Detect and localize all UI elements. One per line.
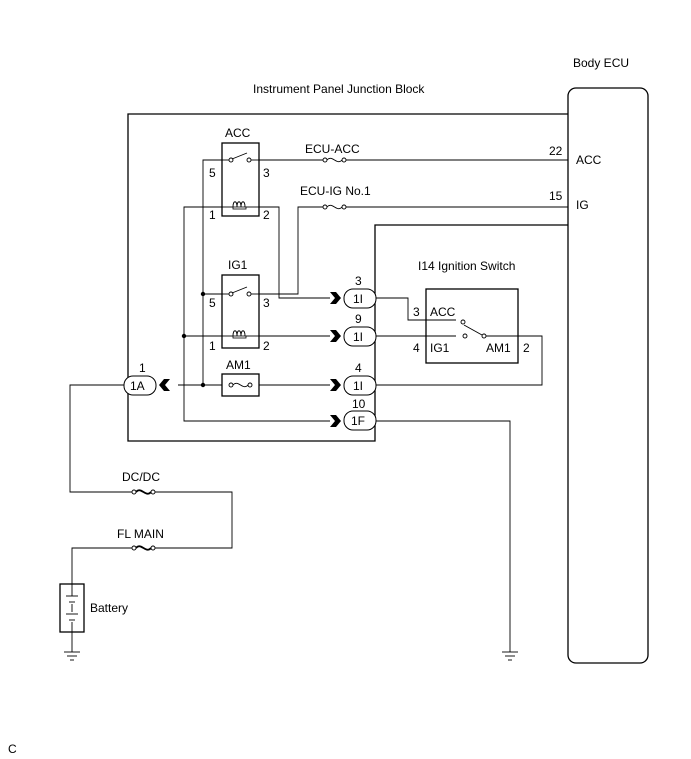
switch-acc-pin: 3	[413, 305, 420, 319]
acc-relay: ACC 5 3 1 2	[209, 126, 270, 222]
switch-am1-pin: 2	[523, 341, 530, 355]
junction-block-outline	[127, 113, 568, 442]
connector-1i-pin4: 1I 4	[330, 361, 377, 396]
switch-acc-label: ACC	[430, 305, 456, 319]
ig1-relay-label: IG1	[228, 258, 248, 272]
fuse-fl-main-label: FL MAIN	[117, 527, 164, 541]
fuse-am1: AM1	[221, 358, 260, 397]
connector-1a-pin1-pin: 1	[139, 361, 146, 375]
connector-1f-pin10: 1F 10	[330, 397, 377, 431]
ecu-ig-label: IG	[576, 198, 589, 212]
fuse-ecu-acc: ECU-ACC	[305, 142, 360, 163]
battery-label: Battery	[90, 601, 128, 615]
acc-relay-pin2: 2	[263, 208, 270, 222]
connector-1i-pin4-id: 1I	[353, 379, 363, 393]
connector-1f-pin10-id: 1F	[351, 414, 365, 428]
ig1-relay-pin3: 3	[263, 296, 270, 310]
connector-1f-pin10-pin: 10	[352, 397, 366, 411]
switch-am1-label: AM1	[486, 341, 511, 355]
ig1-relay-pin1: 1	[209, 339, 216, 353]
ig1-relay: IG1 5 3 1 2	[209, 258, 270, 353]
ignition-switch: I14 Ignition Switch 3 ACC 4 IG1 AM1 2	[413, 259, 530, 364]
footer-code: C	[8, 742, 17, 756]
ig1-relay-pin5: 5	[209, 296, 216, 310]
connector-1i-pin3-id: 1I	[353, 292, 363, 306]
connector-1i-pin9-id: 1I	[353, 330, 363, 344]
battery: Battery	[59, 583, 128, 633]
junction-dot	[200, 382, 206, 388]
ground-symbol	[502, 651, 518, 661]
fuse-ecu-ig-label: ECU-IG No.1	[300, 184, 371, 198]
connector-1i-pin4-pin: 4	[355, 361, 362, 375]
wires	[69, 159, 568, 652]
ig1-relay-pin2: 2	[263, 339, 270, 353]
switch-ig1-label: IG1	[430, 341, 450, 355]
connector-1a-pin1: 1A 1	[123, 361, 170, 396]
acc-relay-label: ACC	[225, 126, 251, 140]
acc-relay-pin1: 1	[209, 208, 216, 222]
acc-relay-pin5: 5	[209, 166, 216, 180]
ecu-ig-pin: 15	[549, 189, 563, 203]
acc-relay-pin3: 3	[263, 166, 270, 180]
switch-ig1-pin: 4	[413, 341, 420, 355]
fuse-dcdc: DC/DC	[122, 470, 160, 495]
ignition-switch-title: I14 Ignition Switch	[418, 259, 515, 273]
ecu-acc-label: ACC	[576, 153, 602, 167]
fuse-am1-label: AM1	[226, 358, 251, 372]
connector-1i-pin3-pin: 3	[355, 274, 362, 288]
connector-1i-pin9: 1I 9	[330, 312, 377, 347]
connector-1a-pin1-id: 1A	[130, 379, 145, 393]
junction-dot	[181, 333, 187, 339]
junction-block-title: Instrument Panel Junction Block	[253, 82, 425, 96]
fuse-ecu-acc-label: ECU-ACC	[305, 142, 360, 156]
fuse-dcdc-label: DC/DC	[122, 470, 160, 484]
fuse-ecu-ig: ECU-IG No.1	[300, 184, 371, 210]
ground-symbol	[64, 651, 80, 661]
fuse-fl-main: FL MAIN	[117, 527, 164, 551]
connector-1i-pin3: 1I 3	[330, 274, 377, 309]
body-ecu-title: Body ECU	[573, 56, 629, 70]
junction-dot	[200, 291, 206, 297]
connector-1i-pin9-pin: 9	[355, 312, 362, 326]
body-ecu-box	[567, 87, 649, 664]
ecu-acc-pin: 22	[549, 144, 563, 158]
